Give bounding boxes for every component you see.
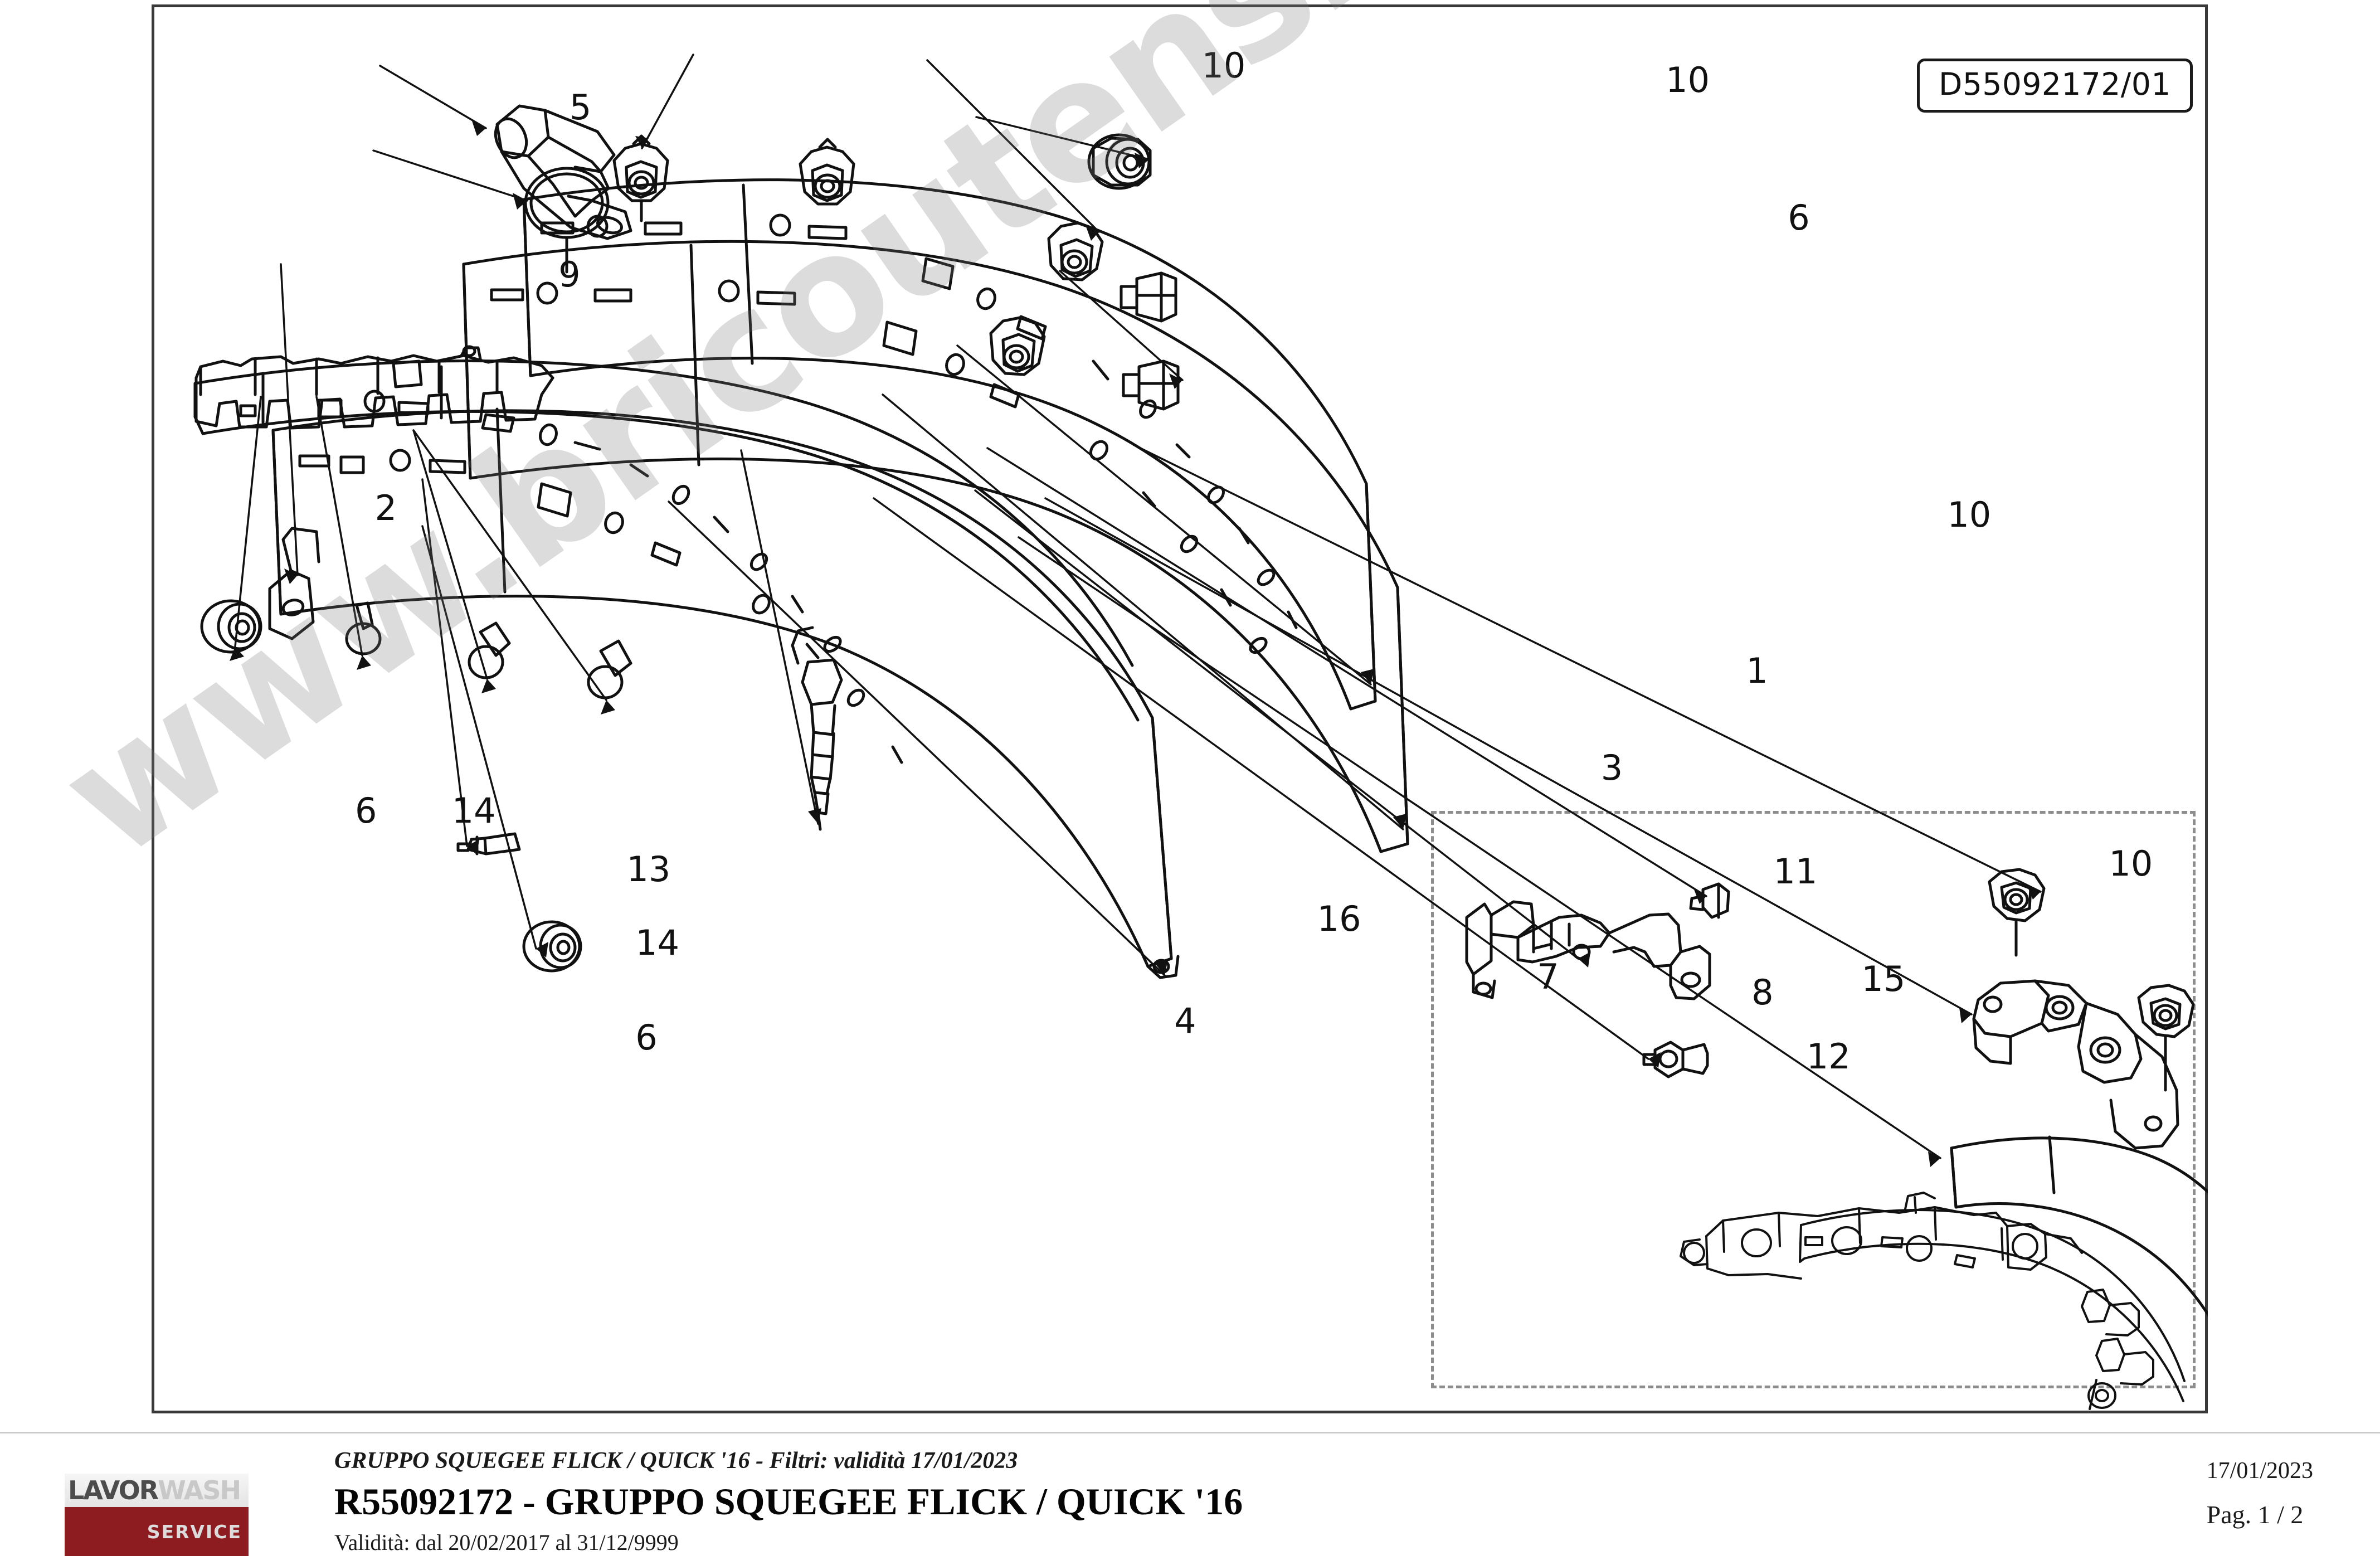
footer-subtitle: GRUPPO SQUEGEE FLICK / QUICK '16 - Filtr…	[334, 1448, 1018, 1474]
callout-number-10: 10	[1947, 494, 1992, 535]
logo-bottom-band: SERVICE	[65, 1507, 249, 1556]
callout-number-5: 5	[569, 87, 592, 128]
callout-number-6: 6	[355, 790, 377, 832]
callout-number-6: 6	[635, 1017, 658, 1058]
callout-number-9: 9	[558, 254, 581, 295]
callout-number-10: 10	[1201, 45, 1246, 86]
callout-number-13: 13	[626, 848, 671, 890]
callout-number-8: 8	[1751, 971, 1774, 1013]
footer-right-block: 17/01/2023 Pag. 1 / 2	[2207, 1457, 2313, 1530]
logo-brand-primary: LAVOR	[68, 1475, 159, 1505]
logo-brand-secondary: WASH	[158, 1475, 241, 1505]
inset-detail-box	[1431, 811, 2196, 1388]
footer-divider	[0, 1432, 2380, 1433]
callout-number-14: 14	[635, 922, 680, 964]
callout-number-14: 14	[451, 790, 496, 832]
callout-number-7: 7	[1537, 956, 1559, 998]
footer-page-number: Pag. 1 / 2	[2206, 1500, 2304, 1529]
callout-number-15: 15	[1861, 959, 1906, 1000]
drawing-number-badge: D55092172/01	[1917, 59, 2193, 113]
callout-number-6: 6	[1788, 197, 1810, 238]
footer-date: 17/01/2023	[2206, 1458, 2313, 1484]
drawing-frame-border	[152, 4, 2208, 1413]
callout-number-11: 11	[1773, 850, 1818, 892]
callout-number-10: 10	[1666, 59, 1710, 100]
callout-number-16: 16	[1317, 898, 1361, 939]
footer-title: R55092172 - GRUPPO SQUEGEE FLICK / QUICK…	[334, 1480, 1243, 1523]
callout-number-12: 12	[1806, 1036, 1851, 1077]
logo-service-label: SERVICE	[147, 1520, 242, 1543]
callout-number-1: 1	[1746, 650, 1768, 692]
footer-center-block: GRUPPO SQUEGEE FLICK / QUICK '16 - Filtr…	[334, 1448, 1243, 1556]
callout-number-4: 4	[1174, 1000, 1196, 1042]
callout-number-3: 3	[1600, 747, 1623, 789]
callout-number-2: 2	[374, 487, 397, 528]
footer-validity: Validità: dal 20/02/2017 al 31/12/9999	[334, 1529, 679, 1555]
callout-number-10: 10	[2109, 843, 2153, 884]
